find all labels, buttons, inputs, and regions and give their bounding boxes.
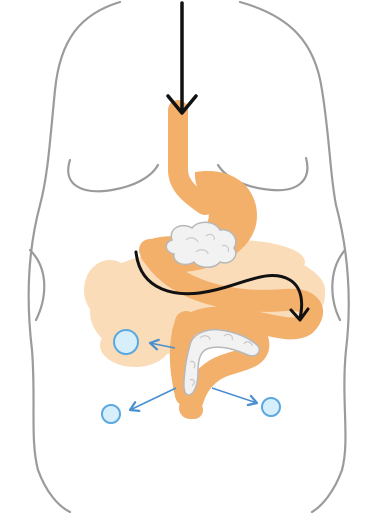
absorption-arrow bbox=[212, 388, 257, 403]
absorption-arrow bbox=[130, 388, 176, 410]
esophagus-entry-arrow bbox=[168, 3, 196, 113]
left-body-contour bbox=[29, 2, 120, 512]
nutrient-particle bbox=[262, 398, 280, 416]
left-breast-contour bbox=[68, 160, 158, 191]
nutrient-particle bbox=[114, 330, 138, 354]
right-flank-line bbox=[332, 250, 345, 320]
nutrient-particle bbox=[102, 405, 120, 423]
left-flank-line bbox=[30, 250, 44, 320]
